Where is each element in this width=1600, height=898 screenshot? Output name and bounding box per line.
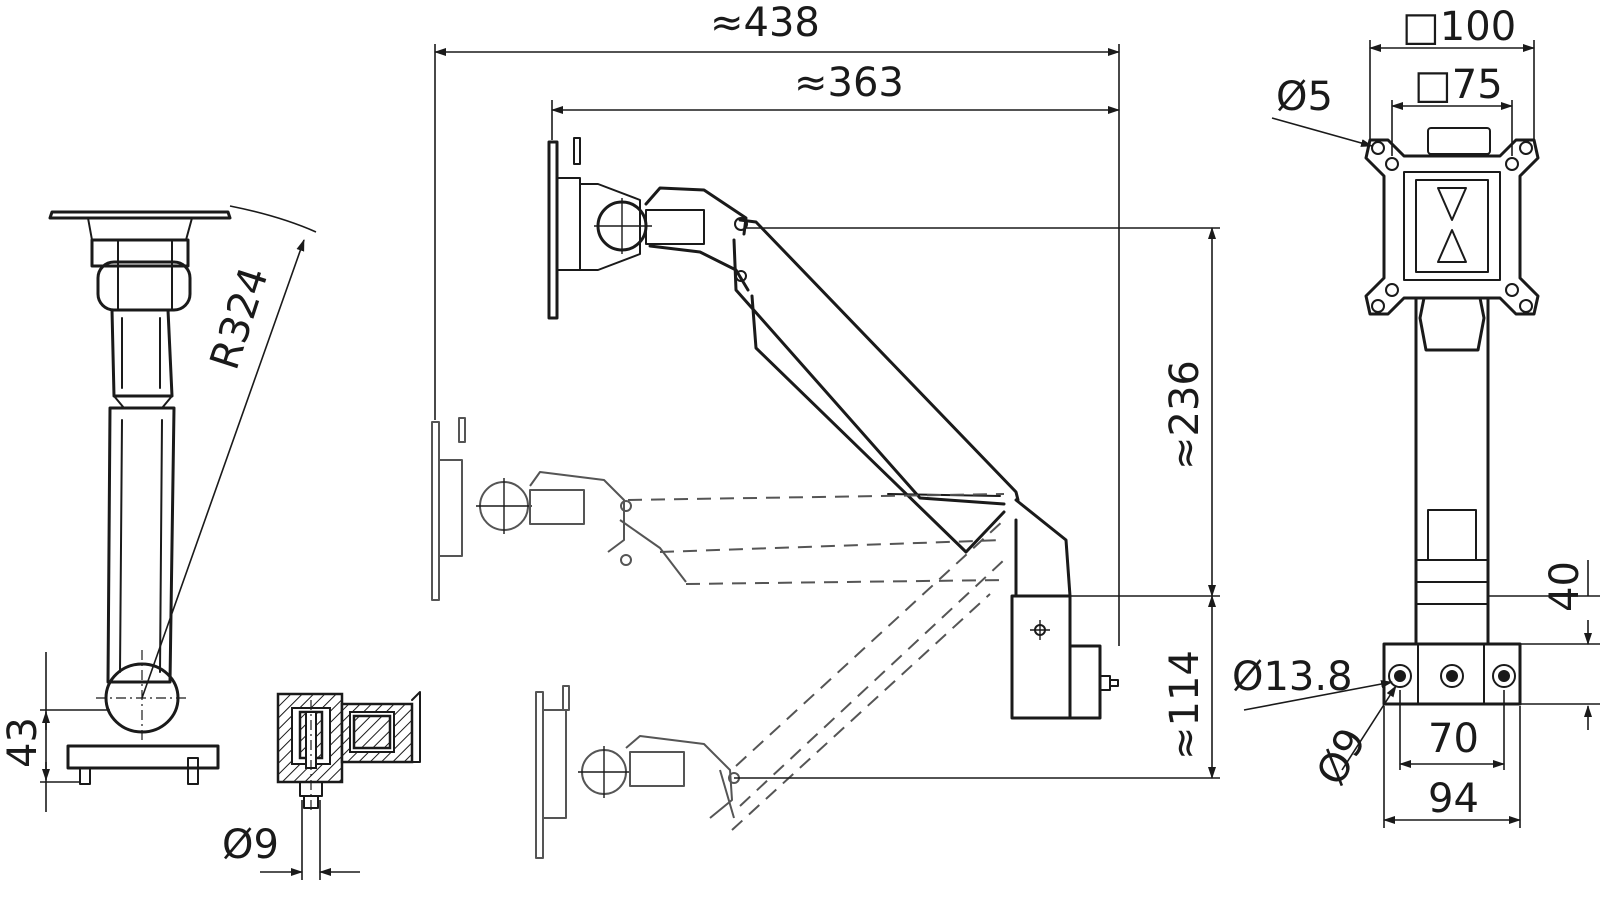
bolt-diameter-front-label: Ø9 [1308, 721, 1375, 793]
base-width-label: 94 [1428, 776, 1479, 822]
front-view: □100 □75 Ø5 40 Ø13.8 Ø9 70 94 [1232, 4, 1600, 828]
lower-height-label: ≈114 [1162, 650, 1208, 760]
base-clamp [1010, 594, 1119, 720]
radius-label: R324 [202, 262, 278, 375]
upper-height-label: ≈236 [1162, 360, 1208, 470]
arm-view: ≈438 ≈363 ≈236 ≈114 [431, 0, 1220, 859]
arm-lower-position [535, 519, 1005, 859]
total-width-label: ≈438 [710, 0, 820, 46]
bolt-diameter-side-label: Ø9 [222, 822, 279, 868]
side-view: 43 R324 [0, 205, 317, 812]
vesa-inner-label: □75 [1414, 62, 1503, 108]
arm-middle-position [431, 417, 1005, 601]
clamp-height-label: 40 [1542, 561, 1588, 612]
screw-diameter-label: Ø5 [1276, 74, 1333, 120]
arm-width-label: ≈363 [794, 60, 904, 106]
vesa-outer-label: □100 [1402, 4, 1516, 50]
hole-spacing-label: 70 [1428, 716, 1479, 762]
arm-upper-position [547, 137, 1072, 598]
hole-diameter-label: Ø13.8 [1232, 654, 1353, 700]
base-height-label: 43 [0, 717, 46, 768]
section-detail: Ø9 [222, 691, 421, 880]
